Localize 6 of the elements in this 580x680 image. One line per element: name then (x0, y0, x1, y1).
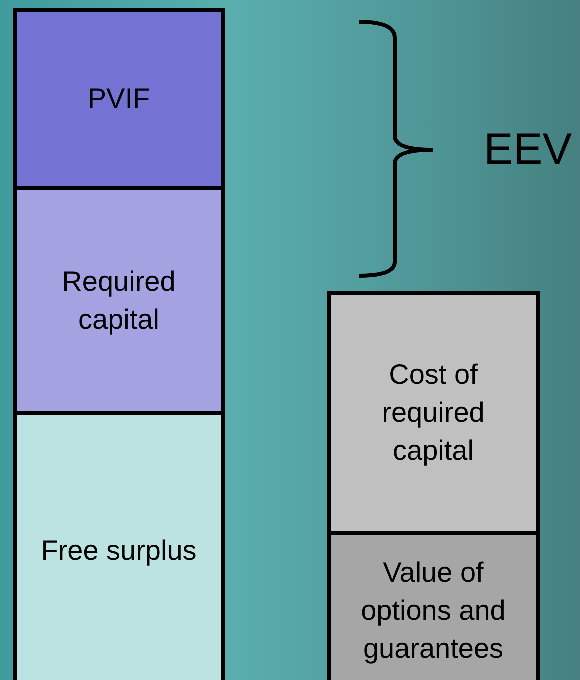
segment-label: Required capital (61, 264, 177, 337)
segment-label: PVIF (86, 82, 152, 116)
segment-label: Cost of required capital (381, 358, 486, 468)
bracket-label: EEV (484, 124, 572, 176)
segment-label: Free surplus (40, 534, 198, 568)
segment-label: Value of options and guarantees (360, 556, 507, 666)
